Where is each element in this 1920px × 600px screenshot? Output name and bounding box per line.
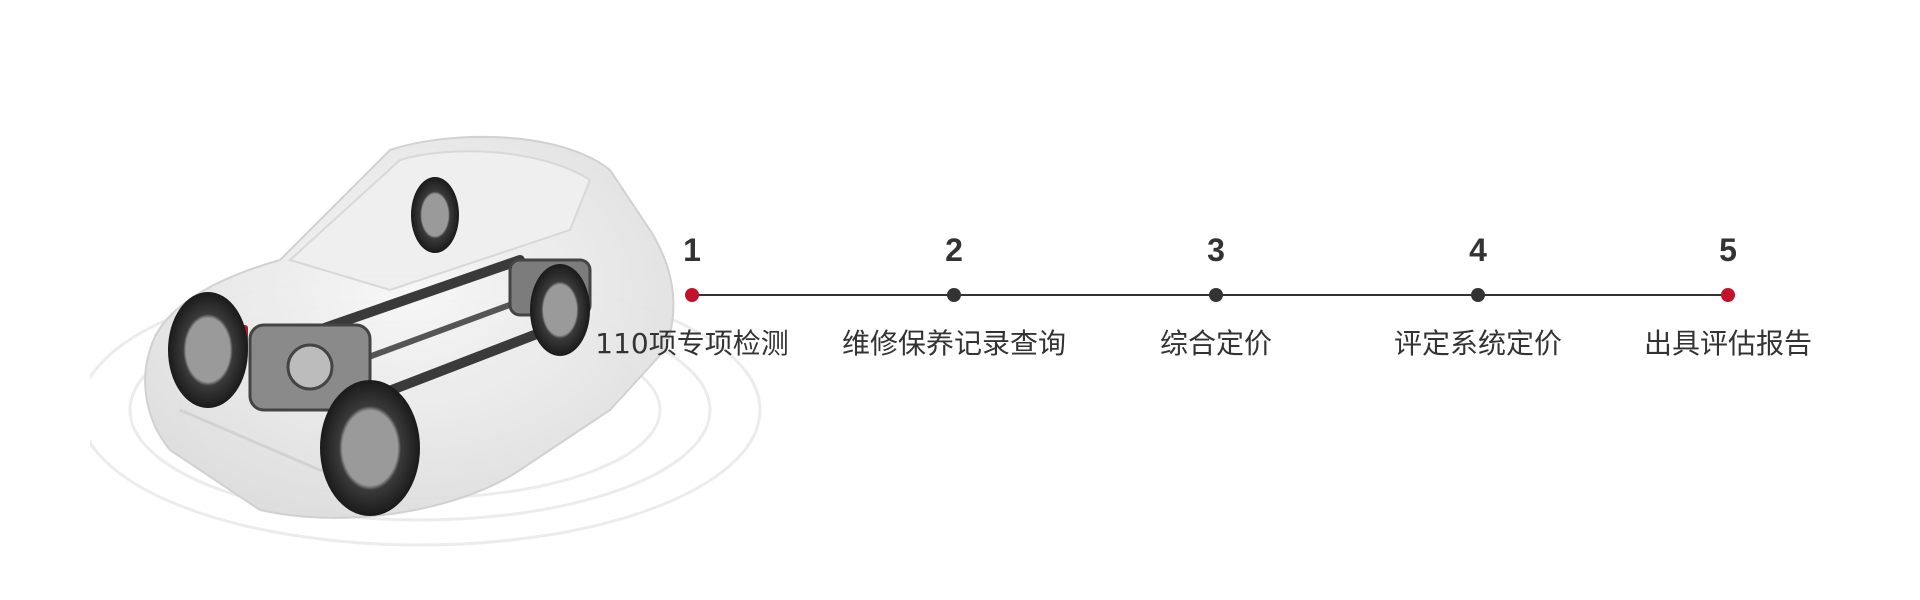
step-dot-accent: [685, 288, 699, 302]
step-dot-accent: [1721, 288, 1735, 302]
step-number: 1: [683, 232, 701, 268]
step-number: 4: [1469, 232, 1487, 268]
step-label: 评定系统定价: [1393, 327, 1562, 360]
step-label: 维修保养记录查询: [841, 327, 1066, 360]
step-dot: [1209, 288, 1223, 302]
step-label: 110项专项检测: [595, 327, 789, 360]
step-number: 5: [1719, 232, 1737, 268]
wheels: [168, 177, 590, 516]
step-label: 出具评估报告: [1643, 327, 1812, 360]
car-chassis-illustration: [90, 135, 762, 547]
step-number: 2: [945, 232, 963, 268]
step-dot: [947, 288, 961, 302]
step-dot: [1471, 288, 1485, 302]
step-number: 3: [1207, 232, 1225, 268]
step-label: 综合定价: [1159, 327, 1272, 360]
